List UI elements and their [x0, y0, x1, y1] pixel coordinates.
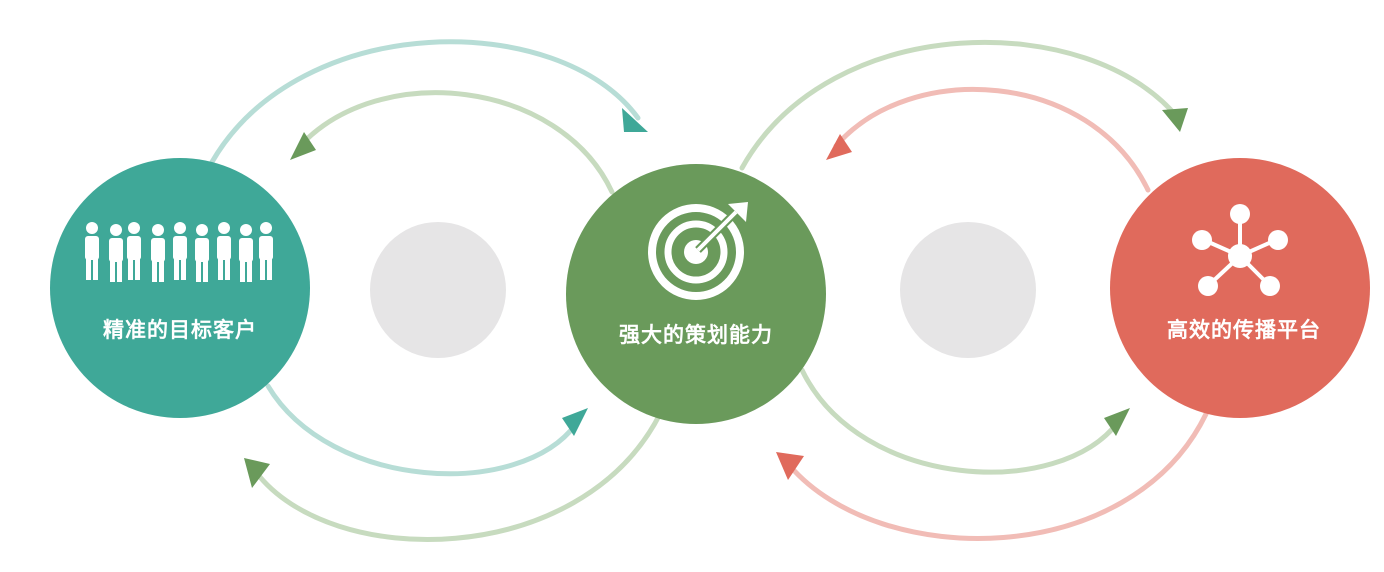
arrowhead-bottom-outer-left — [244, 458, 270, 488]
arc-top-outer-right — [739, 39, 1181, 171]
people-group-icon — [85, 222, 273, 282]
arc-bottom-outer-left — [253, 411, 663, 542]
arrowhead-bottom-inner-right — [1104, 408, 1130, 436]
arrowhead-bottom-inner-left — [562, 408, 588, 436]
target-icon — [648, 202, 748, 300]
arc-bottom-inner-right — [799, 367, 1121, 475]
arrowhead-top-outer-left — [622, 108, 648, 132]
arc-bottom-inner-left — [265, 383, 579, 477]
arrowhead-top-outer-right — [1162, 108, 1188, 132]
node-platform: 高效的传播平台 — [1110, 158, 1370, 418]
node-planning: 强大的策划能力 — [566, 164, 826, 424]
arc-top-inner-left — [297, 90, 615, 195]
node-planning-label: 强大的策划能力 — [619, 323, 773, 347]
arc-top-outer-left — [209, 39, 641, 165]
network-icon — [1192, 204, 1288, 296]
arrowhead-bottom-outer-right — [776, 452, 804, 480]
placeholder-circle-left — [370, 222, 506, 358]
node-customers-label: 精准的目标客户 — [103, 318, 257, 342]
node-customers-circle — [50, 158, 310, 418]
arc-top-inner-right — [833, 86, 1151, 193]
node-platform-circle — [1110, 158, 1370, 418]
placeholder-circle-right — [900, 222, 1036, 358]
node-customers: 精准的目标客户 — [50, 158, 310, 418]
arrowhead-top-inner-right — [826, 134, 852, 160]
node-platform-label: 高效的传播平台 — [1167, 318, 1321, 342]
arc-bottom-outer-right — [787, 411, 1209, 541]
arrowhead-top-inner-left — [290, 132, 316, 160]
